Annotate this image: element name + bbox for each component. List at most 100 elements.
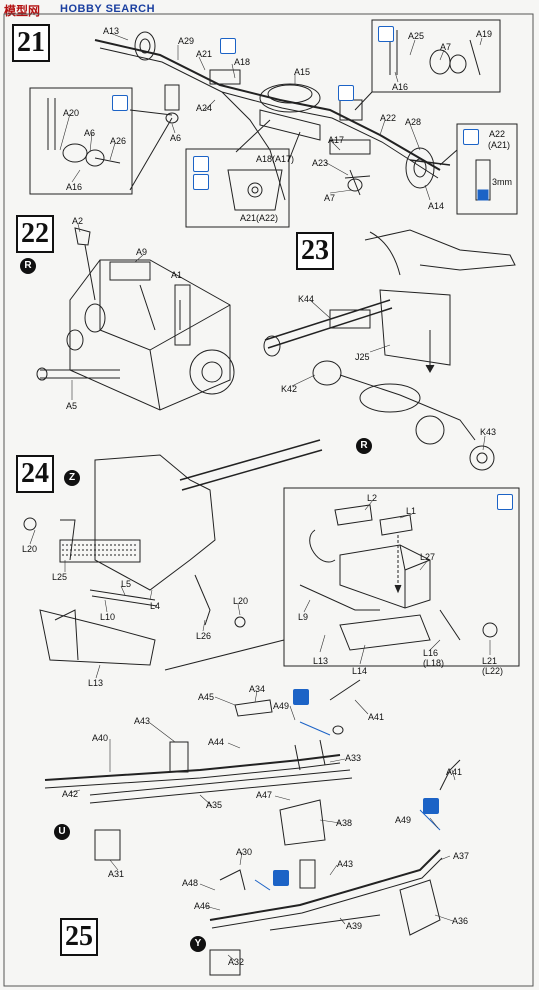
inset-a18-panel	[185, 148, 290, 228]
part-label: L13	[88, 678, 104, 688]
part-label: A20	[63, 108, 80, 118]
part-label: L16 (L18)	[423, 648, 445, 668]
part-label: A38	[336, 818, 353, 828]
step-number-24: 24	[16, 455, 54, 493]
part-label: A36	[452, 916, 469, 926]
step-number-21: 21	[12, 24, 50, 62]
marker-y-step25: Y	[190, 936, 206, 952]
part-label: A44	[208, 737, 225, 747]
part-label: A16	[66, 182, 83, 192]
part-label: L10	[100, 612, 116, 622]
part-label: A18	[234, 57, 251, 67]
glue-icon	[378, 26, 394, 42]
part-label: A47	[256, 790, 273, 800]
part-label: A35	[206, 800, 223, 810]
part-label: L21 (L22)	[482, 656, 504, 676]
watermark-brand: HOBBY SEARCH	[60, 3, 156, 15]
step-number-22: 22	[16, 215, 54, 253]
inset-a20-parts	[47, 98, 121, 167]
part-label: L2	[367, 493, 378, 503]
marker-r-step22: R	[20, 258, 36, 274]
part-label: K44	[298, 294, 315, 304]
part-label: A5	[66, 401, 78, 411]
marker-z-step24: Z	[64, 470, 80, 486]
step23-gun-chassis	[263, 229, 516, 471]
glue-icon	[463, 129, 479, 145]
warning-icon	[423, 798, 439, 814]
part-label: A22	[380, 113, 397, 123]
part-label: L25	[52, 572, 68, 582]
marker-r-step23: R	[356, 438, 372, 454]
step22-chassis	[36, 227, 235, 411]
inset-a25-panel	[371, 19, 501, 93]
part-label: A7	[440, 42, 452, 52]
part-label: A33	[345, 753, 362, 763]
part-label: A14	[428, 201, 445, 211]
part-label: A43	[134, 716, 151, 726]
part-label: A40	[92, 733, 109, 743]
step25-trail-lower	[209, 759, 461, 976]
part-label: A43	[337, 859, 354, 869]
inset-label: A18(A17)	[256, 154, 295, 164]
part-label: A24	[196, 103, 213, 113]
inset-label: 3mm	[492, 177, 512, 187]
warning-icon	[293, 689, 309, 705]
part-label: A31	[108, 869, 125, 879]
part-label: A32	[228, 957, 245, 967]
inset-label: A21(A22)	[240, 213, 279, 223]
cement-icon	[193, 174, 209, 190]
part-label: A7	[324, 193, 336, 203]
part-label: A21	[196, 49, 213, 59]
inset-label: A22	[489, 129, 506, 139]
part-label: A41	[446, 767, 463, 777]
marker-u-step25: U	[54, 824, 70, 840]
inset-a22-panel	[456, 123, 518, 215]
part-label: A1	[171, 270, 183, 280]
part-label: A46	[194, 901, 211, 911]
part-label: J25	[355, 352, 370, 362]
part-label: A34	[249, 684, 266, 694]
part-label: L13	[313, 656, 329, 666]
inset-label: (A21)	[488, 140, 511, 150]
part-label: A48	[182, 878, 199, 888]
part-label: A29	[178, 36, 195, 46]
part-label: A49	[395, 815, 412, 825]
cement-icon	[220, 38, 236, 54]
part-label: L5	[121, 579, 132, 589]
part-label: L20	[22, 544, 38, 554]
part-label: A19	[476, 29, 493, 39]
part-label: A45	[198, 692, 215, 702]
part-label: L14	[352, 666, 368, 676]
part-label: L20	[233, 596, 249, 606]
glue-icon	[193, 156, 209, 172]
part-label: A2	[72, 216, 84, 226]
part-label: A6	[84, 128, 96, 138]
part-label: A9	[136, 247, 148, 257]
inset-l27-panel	[283, 487, 520, 667]
part-label: A25	[408, 31, 425, 41]
part-label: L27	[420, 552, 436, 562]
part-label: A17	[328, 135, 345, 145]
step24-upper-mount	[23, 439, 323, 666]
part-label: A23	[312, 158, 329, 168]
step25-trail-upper	[44, 679, 361, 861]
part-label: A16	[392, 82, 409, 92]
part-label: A28	[405, 117, 422, 127]
part-label: L9	[298, 612, 309, 622]
part-label: L1	[406, 506, 417, 516]
part-label: A26	[110, 136, 127, 146]
part-label: A30	[236, 847, 253, 857]
part-label: L26	[196, 631, 212, 641]
part-label: A41	[368, 712, 385, 722]
part-label: A42	[62, 789, 79, 799]
glue-icon	[497, 494, 513, 510]
part-label: K43	[480, 427, 497, 437]
part-label: K42	[281, 384, 298, 394]
part-label: A6	[170, 133, 182, 143]
warning-icon	[273, 870, 289, 886]
step-number-23: 23	[296, 232, 334, 270]
part-label: A49	[273, 701, 290, 711]
part-label: A15	[294, 67, 311, 77]
inset-a20-panel	[29, 87, 133, 195]
